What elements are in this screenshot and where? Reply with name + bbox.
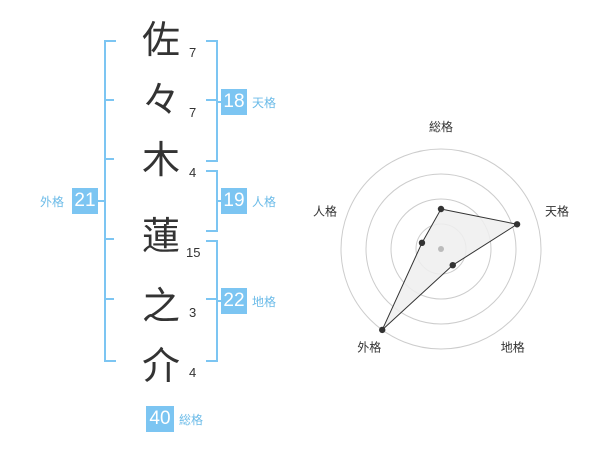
bracket-tick	[104, 158, 114, 160]
stroke-count: 4	[189, 365, 197, 380]
name-char: 介	[141, 344, 180, 388]
tenkaku-score: 18	[221, 89, 247, 115]
stroke-count: 3	[189, 305, 197, 320]
bracket-tick	[104, 298, 114, 300]
chikaku-label: 地格	[252, 295, 277, 309]
connector-line	[98, 200, 106, 202]
stroke-count: 15	[186, 245, 201, 260]
radar-axis-label: 地格	[501, 340, 525, 355]
stroke-count: 4	[189, 165, 197, 180]
jinkaku-score: 19	[221, 188, 247, 214]
radar-ring	[390, 198, 492, 300]
bracket-tick	[206, 99, 216, 101]
soukaku-label: 総格	[179, 413, 204, 427]
name-char: 木	[141, 138, 180, 182]
bracket-tick	[104, 99, 114, 101]
stroke-count: 7	[189, 45, 197, 60]
soukaku-score: 40	[146, 406, 174, 432]
radar-point	[449, 261, 456, 269]
connector-line	[216, 101, 222, 103]
name-char: 々	[141, 78, 180, 122]
gaikaku-label: 外格	[40, 195, 65, 209]
radar-ring	[340, 148, 542, 350]
chikaku-score: 22	[221, 288, 247, 314]
bracket-tick	[104, 238, 114, 240]
radar-point	[418, 239, 426, 247]
jinkaku-label: 人格	[252, 195, 277, 209]
stroke-count: 7	[189, 105, 197, 120]
radar-ring	[365, 173, 517, 325]
radar-axis-label: 天格	[545, 203, 569, 218]
name-char: 佐	[141, 18, 180, 62]
radar-point	[437, 205, 445, 213]
name-char: 蓮	[141, 214, 180, 258]
name-char: 之	[141, 284, 180, 328]
connector-line	[216, 200, 222, 202]
bracket-tick	[206, 298, 216, 300]
radar-center-point	[438, 246, 444, 252]
gaikaku-score: 21	[72, 188, 98, 214]
radar-axis-label: 総格	[429, 119, 453, 134]
radar-series-area	[381, 208, 519, 331]
radar-point	[379, 326, 386, 334]
radar-axis-label: 外格	[357, 340, 381, 355]
radar-point	[513, 221, 521, 228]
connector-line	[216, 300, 222, 302]
tenkaku-label: 天格	[252, 96, 277, 110]
radar-axis-label: 人格	[313, 203, 337, 218]
